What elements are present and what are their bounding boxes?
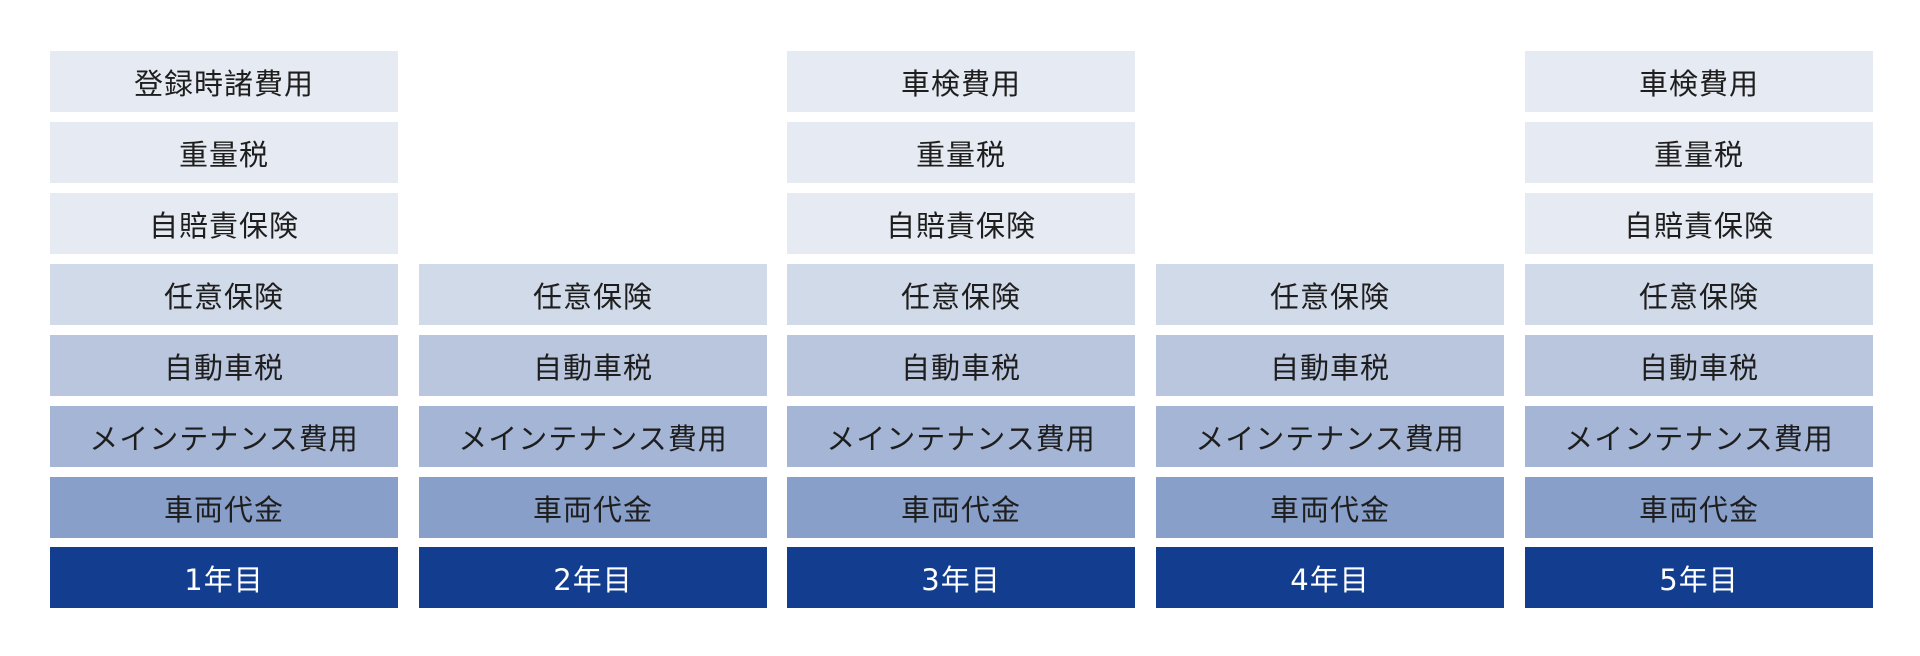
voluntary-insurance-cell: 任意保険 [787,264,1135,325]
voluntary-insurance-cell: 任意保険 [419,264,767,325]
vehicle-price-cell: 車両代金 [419,477,767,538]
vehicle-price-cell: 車両代金 [787,477,1135,538]
weight-tax-cell: 重量税 [50,122,398,183]
weight-tax-cell: 重量税 [787,122,1135,183]
automobile-tax-cell: 自動車税 [50,335,398,396]
year-label: 5年目 [1525,547,1873,608]
cost-breakdown-diagram: 登録時諸費用 重量税 自賠責保険 任意保険 自動車税 メインテナンス費用 車両代… [50,51,1873,608]
automobile-tax-cell: 自動車税 [1525,335,1873,396]
automobile-tax-cell: 自動車税 [419,335,767,396]
vehicle-price-cell: 車両代金 [1156,477,1504,538]
compulsory-insurance-cell: 自賠責保険 [50,193,398,254]
maintenance-cost-cell: メインテナンス費用 [419,406,767,467]
compulsory-insurance-cell: 自賠責保険 [1525,193,1873,254]
maintenance-cost-cell: メインテナンス費用 [50,406,398,467]
year-label: 4年目 [1156,547,1504,608]
year-3-column: 車検費用 重量税 自賠責保険 任意保険 自動車税 メインテナンス費用 車両代金 … [787,51,1135,608]
year-5-column: 車検費用 重量税 自賠責保険 任意保険 自動車税 メインテナンス費用 車両代金 … [1525,51,1873,608]
year-label: 3年目 [787,547,1135,608]
inspection-cost-cell: 車検費用 [787,51,1135,112]
maintenance-cost-cell: メインテナンス費用 [1156,406,1504,467]
voluntary-insurance-cell: 任意保険 [1156,264,1504,325]
voluntary-insurance-cell: 任意保険 [50,264,398,325]
year-1-column: 登録時諸費用 重量税 自賠責保険 任意保険 自動車税 メインテナンス費用 車両代… [50,51,398,608]
maintenance-cost-cell: メインテナンス費用 [787,406,1135,467]
year-label: 2年目 [419,547,767,608]
compulsory-insurance-cell: 自賠責保険 [787,193,1135,254]
automobile-tax-cell: 自動車税 [1156,335,1504,396]
maintenance-cost-cell: メインテナンス費用 [1525,406,1873,467]
automobile-tax-cell: 自動車税 [787,335,1135,396]
registration-fees-cell: 登録時諸費用 [50,51,398,112]
weight-tax-cell: 重量税 [1525,122,1873,183]
vehicle-price-cell: 車両代金 [1525,477,1873,538]
year-2-column: 任意保険 自動車税 メインテナンス費用 車両代金 2年目 [419,51,767,608]
voluntary-insurance-cell: 任意保険 [1525,264,1873,325]
year-label: 1年目 [50,547,398,608]
vehicle-price-cell: 車両代金 [50,477,398,538]
inspection-cost-cell: 車検費用 [1525,51,1873,112]
year-4-column: 任意保険 自動車税 メインテナンス費用 車両代金 4年目 [1156,51,1504,608]
